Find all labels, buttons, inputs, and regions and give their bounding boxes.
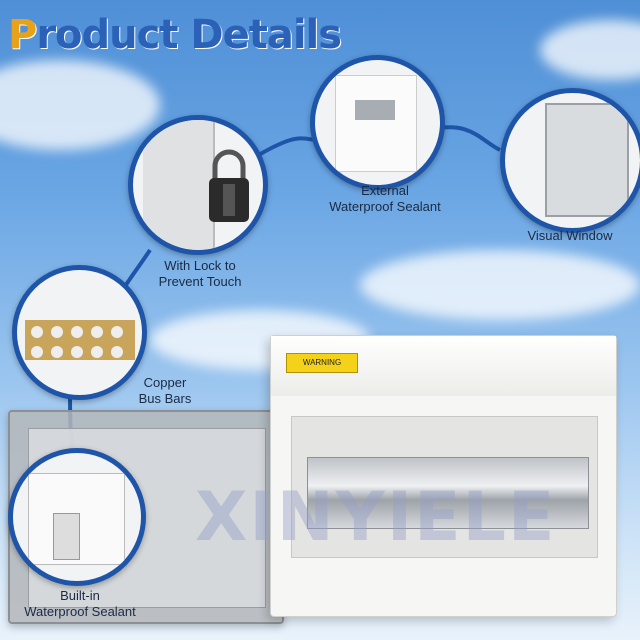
lock-label-line2: Prevent Touch bbox=[158, 274, 242, 289]
builtin-label-line1: Built-in bbox=[60, 588, 100, 603]
copper-label: Copper Bus Bars bbox=[130, 375, 200, 407]
external-sealant-label: External Waterproof Sealant bbox=[305, 183, 465, 215]
copper-label-line1: Copper bbox=[143, 375, 187, 390]
box-front bbox=[335, 75, 417, 172]
title-rest: roduct Details bbox=[36, 12, 342, 58]
cloud bbox=[360, 250, 640, 320]
page-title: Product Details bbox=[8, 12, 342, 58]
distribution-box: WARNING bbox=[270, 335, 617, 617]
external-sealant-callout bbox=[310, 55, 445, 190]
lock-label-line1: With Lock to bbox=[164, 258, 236, 273]
copper-bus-callout bbox=[12, 265, 147, 400]
warning-sticker: WARNING bbox=[286, 353, 358, 373]
brand-watermark: XINYIELE bbox=[195, 478, 557, 557]
title-first-letter: P bbox=[8, 12, 37, 58]
lock-label: With Lock to Prevent Touch bbox=[145, 258, 255, 290]
din-rail bbox=[355, 100, 395, 120]
padlock-icon bbox=[209, 149, 249, 222]
builtin-label-line2: Waterproof Sealant bbox=[24, 604, 136, 619]
bus-screws-icon bbox=[31, 326, 123, 358]
gasket-latch bbox=[53, 513, 80, 560]
visual-window-label: Visual Window bbox=[527, 228, 613, 243]
external-label-line2: Waterproof Sealant bbox=[329, 199, 441, 214]
cloud bbox=[0, 60, 160, 150]
window-pane bbox=[545, 103, 629, 217]
copper-label-line2: Bus Bars bbox=[138, 391, 192, 406]
box-interior bbox=[291, 416, 598, 558]
visual-window-callout bbox=[500, 88, 640, 233]
lock-callout bbox=[128, 115, 268, 255]
builtin-sealant-callout bbox=[8, 448, 146, 586]
box-hinge bbox=[143, 120, 215, 250]
din-rail bbox=[307, 457, 589, 529]
external-label-line1: External bbox=[361, 183, 409, 198]
builtin-sealant-label: Built-in Waterproof Sealant bbox=[10, 588, 150, 620]
